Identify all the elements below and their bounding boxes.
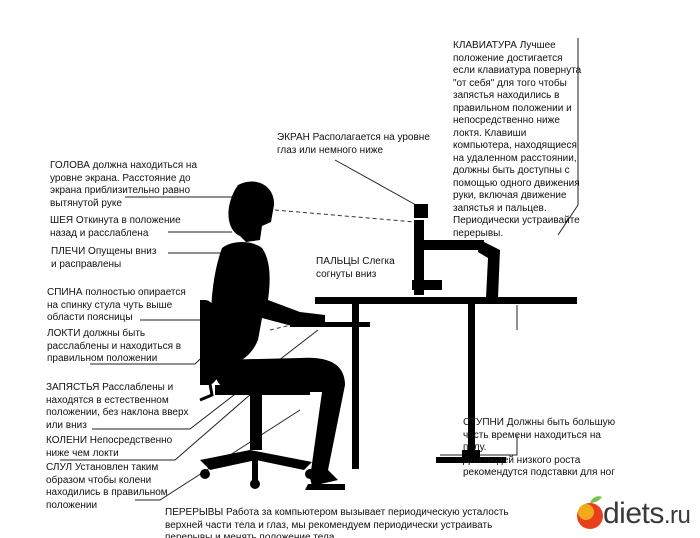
logo-name: diets — [603, 497, 664, 530]
label-keyboard: КЛАВИАТУРА Лучшее положение достигается … — [453, 40, 582, 239]
label-head: ГОЛОВА должна находиться на уровне экран… — [50, 160, 198, 209]
label-wrists: ЗАПЯСТЬЯ Расслаблены и находятся в естес… — [46, 382, 189, 431]
label-elbows: ЛОКТИ должны быть расслаблены и находить… — [47, 328, 182, 364]
label-back: СПИНА полностью опирается на спинку стул… — [47, 287, 186, 323]
desk — [290, 297, 577, 469]
label-screen: ЭКРАН Располагается на уровне глаз или н… — [277, 132, 430, 156]
label-knees: КОЛЕНИ Непосредственно ниже чем локти — [46, 435, 173, 459]
label-feet: СТУПНИ Должны быть большую часть времени… — [463, 417, 616, 478]
label-breaks: ПЕРЕРЫВЫ Работа за компьютером вызывает … — [165, 507, 509, 538]
label-shoulders: ПЛЕЧИ Опущены вниз и расправлены — [51, 246, 157, 270]
label-fingers: ПАЛЬЦЫ Слегка согнуты вниз — [316, 256, 395, 280]
label-neck: ШЕЯ Откинута в положение назад и расслаб… — [50, 215, 181, 239]
logo-tld: .ru — [663, 502, 691, 529]
person-silhouette — [210, 181, 345, 490]
monitor — [412, 204, 500, 298]
label-chair: СЛУЛ Установлен таким образом чтобы коле… — [46, 462, 168, 511]
diets-apple-logo-icon — [577, 496, 603, 529]
office-chair — [199, 300, 315, 489]
diets-logo-text: diets.ru — [603, 497, 691, 531]
